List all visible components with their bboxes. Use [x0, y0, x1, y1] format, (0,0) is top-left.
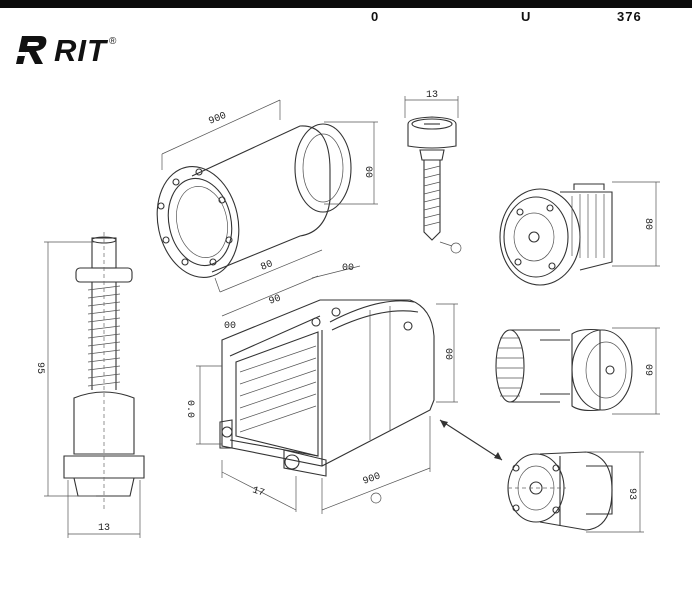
bolt-part	[404, 96, 462, 254]
dim-bolt-width: 13	[426, 90, 438, 101]
header-code-mid: U	[521, 9, 532, 24]
dim-housing-depth: 17	[251, 485, 266, 499]
cylinder-part	[156, 99, 378, 293]
dim-cylinder-body: 80	[259, 259, 274, 274]
dim-housing-left: 00	[224, 321, 236, 332]
dim-housing-bottom: 900	[362, 471, 383, 487]
dim-housing-side: 0.0	[184, 400, 195, 418]
dim-gear-height: 80	[642, 218, 653, 230]
header-code-left: 0	[371, 9, 380, 24]
roller-part	[495, 327, 660, 415]
dim-roller-height: 09	[642, 364, 653, 376]
registered-mark: ®	[108, 36, 117, 47]
brand-logo: RIT ®	[16, 34, 116, 66]
dim-housing-height: 00	[442, 348, 453, 360]
dim-housing-top: 00	[342, 263, 354, 274]
gear-part	[499, 181, 660, 286]
dim-post-base: 13	[98, 523, 110, 534]
dim-cylinder-height: 00	[362, 166, 373, 178]
top-bar	[0, 0, 692, 8]
housing-part	[196, 265, 503, 514]
dim-housing-length: 90	[268, 293, 283, 307]
dim-post-height: 95	[34, 362, 45, 374]
rit-logo-icon	[16, 36, 47, 64]
dim-cap-height: 93	[626, 488, 637, 500]
brand-name: RIT	[54, 32, 107, 68]
header-code-right: 376	[617, 9, 642, 24]
end-cap-part	[507, 451, 644, 533]
post-part	[44, 232, 145, 538]
